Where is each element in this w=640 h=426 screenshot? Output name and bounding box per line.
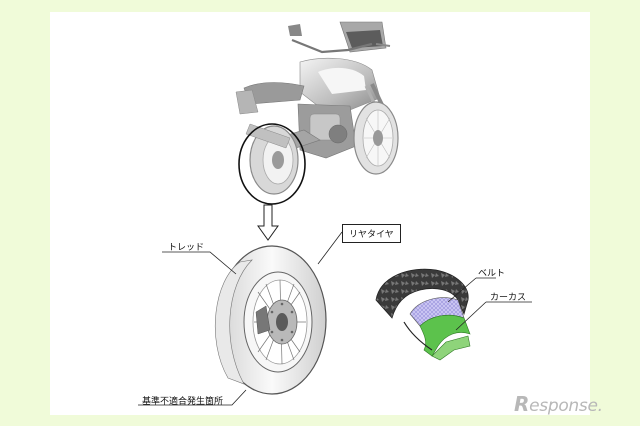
tread-label: トレッド [168,243,205,253]
carcass-layer [419,314,471,357]
rear-wheel-detail [214,245,327,395]
tire-cross-section [375,268,471,361]
belt-label: ベルト [478,269,506,279]
carcass-label: カーカス [490,293,527,303]
rear-tire-label: リヤタイヤ [342,224,401,243]
defect-location-label: 基準不適合発生箇所 [142,397,224,407]
response-logo: Response. [514,392,603,416]
rear-wheel-highlight [238,123,306,205]
motorcycle-illustration [235,21,399,195]
down-arrow-icon [257,204,279,241]
